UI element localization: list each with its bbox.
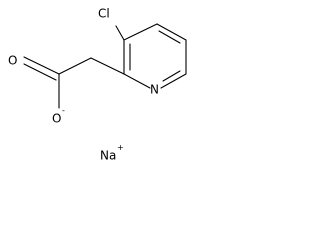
bond-c2-ch2 [90, 57, 125, 75]
atom-label-na: Na [100, 149, 116, 163]
charge-o-anion: - [62, 106, 65, 115]
molecule-diagram: Cl N O O - Na + [8, 7, 187, 163]
atom-label-n: N [150, 83, 159, 97]
charge-na: + [117, 143, 124, 152]
bond-c3-c4 [123, 23, 158, 41]
bond-n-c2 [123, 73, 151, 89]
bond-c3-cl [115, 25, 125, 41]
atom-label-cl: Cl [98, 7, 110, 21]
atom-label-o-carbonyl: O [8, 54, 17, 68]
bond-c4-c5-inner [158, 30, 181, 44]
bond-c-o-double-2 [23, 63, 57, 81]
atom-label-o-anion: O [52, 112, 61, 126]
bond-c4-c5 [156, 23, 187, 41]
bond-c6-n-inner [162, 70, 181, 82]
pyridine-ring [123, 23, 187, 89]
bond-c-o-double-1 [23, 56, 60, 75]
bond-c6-n [160, 73, 187, 89]
bond-ch2-c [58, 57, 92, 75]
